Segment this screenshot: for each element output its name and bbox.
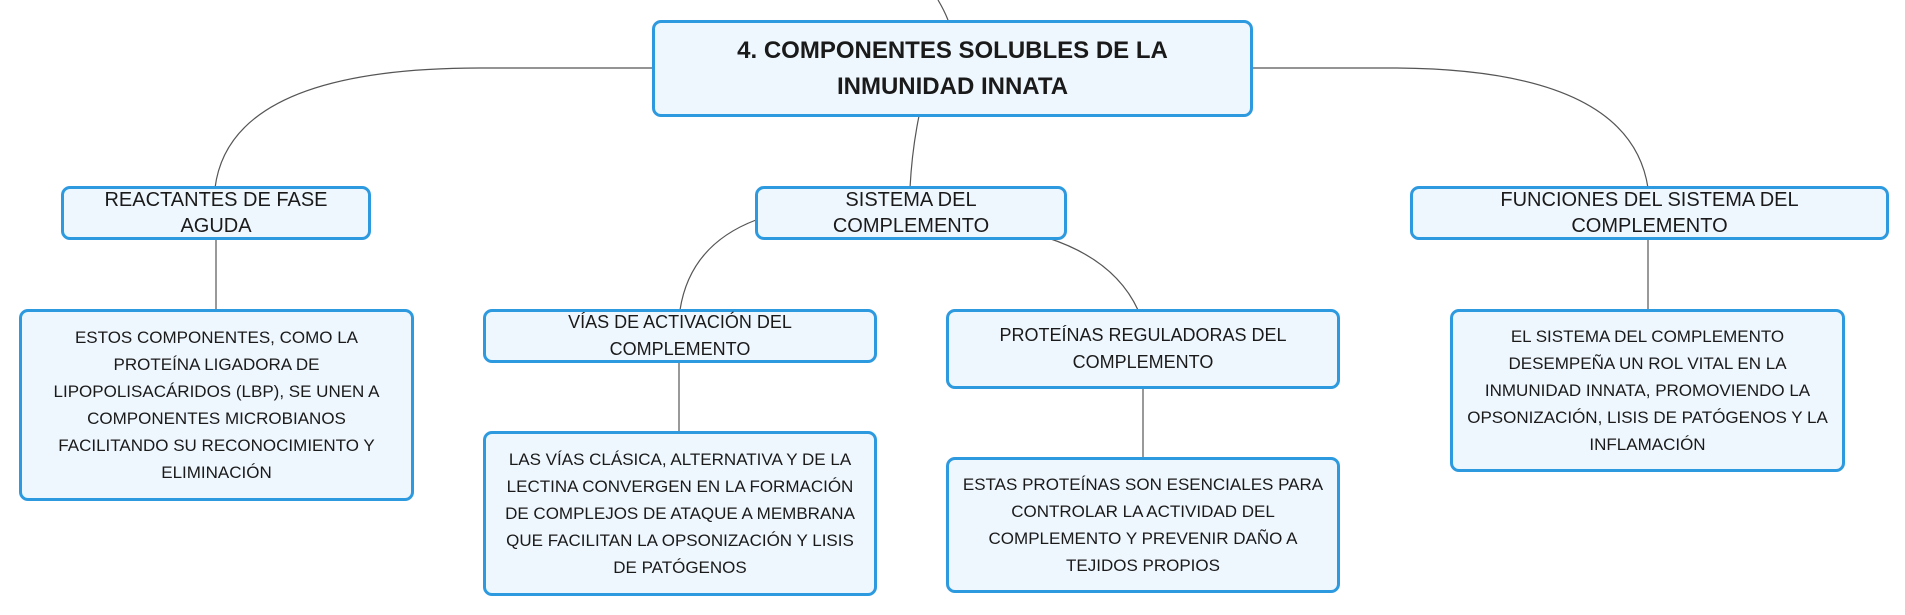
topic-reactantes-fase-aguda[interactable]: REACTANTES DE FASE AGUDA: [61, 186, 371, 240]
detail-proteinas-text: ESTAS PROTEÍNAS SON ESENCIALES PARA CONT…: [962, 475, 1324, 575]
detail-vias-text: LAS VÍAS CLÁSICA, ALTERNATIVA Y DE LA LE…: [505, 450, 855, 577]
topic-complemento-label: SISTEMA DEL COMPLEMENTO: [832, 189, 990, 237]
topic-funciones-label: FUNCIONES DEL SISTEMA DEL COMPLEMENTO: [1500, 189, 1799, 237]
subtopic-vias-label: VÍAS DE ACTIVACIÓN DEL COMPLEMENTO: [568, 312, 792, 359]
connector-parent-to-root: [937, 0, 949, 21]
detail-reactantes-text: ESTOS COMPONENTES, COMO LA PROTEÍNA LIGA…: [53, 328, 380, 482]
subtopic-proteinas-reguladoras[interactable]: PROTEÍNAS REGULADORAS DEL COMPLEMENTO: [946, 309, 1340, 389]
detail-vias-activacion[interactable]: LAS VÍAS CLÁSICA, ALTERNATIVA Y DE LA LE…: [483, 431, 877, 596]
connector-complemento-to-proteinas: [1047, 237, 1139, 311]
connector-complemento-to-vias: [679, 219, 757, 311]
subtopic-proteinas-label: PROTEÍNAS REGULADORAS DEL COMPLEMENTO: [999, 325, 1287, 372]
detail-reactantes[interactable]: ESTOS COMPONENTES, COMO LA PROTEÍNA LIGA…: [19, 309, 414, 501]
topic-reactantes-label: REACTANTES DE FASE AGUDA: [104, 189, 328, 237]
detail-funciones[interactable]: EL SISTEMA DEL COMPLEMENTO DESEMPEÑA UN …: [1450, 309, 1845, 472]
detail-proteinas-reguladoras[interactable]: ESTAS PROTEÍNAS SON ESENCIALES PARA CONT…: [946, 457, 1340, 593]
root-topic-label: 4. COMPONENTES SOLUBLES DE LA INMUNIDAD …: [737, 36, 1168, 100]
subtopic-vias-activacion[interactable]: VÍAS DE ACTIVACIÓN DEL COMPLEMENTO: [483, 309, 877, 363]
topic-sistema-complemento[interactable]: SISTEMA DEL COMPLEMENTO: [755, 186, 1067, 240]
connector-root-to-complemento: [909, 115, 920, 189]
detail-funciones-text: EL SISTEMA DEL COMPLEMENTO DESEMPEÑA UN …: [1467, 327, 1828, 454]
connector-root-to-reactantes: [214, 67, 652, 189]
topic-funciones-complemento[interactable]: FUNCIONES DEL SISTEMA DEL COMPLEMENTO: [1410, 186, 1889, 240]
root-topic[interactable]: 4. COMPONENTES SOLUBLES DE LA INMUNIDAD …: [652, 20, 1253, 117]
connector-root-to-funciones: [1252, 67, 1649, 189]
